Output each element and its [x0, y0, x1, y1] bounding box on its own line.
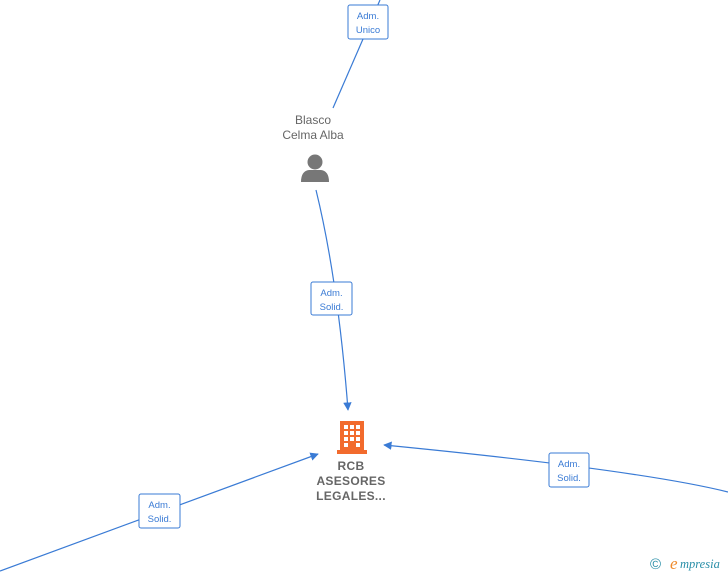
empresia-watermark: © e mpresia	[650, 554, 720, 573]
edge-line-right-company	[383, 441, 728, 493]
building-icon	[337, 421, 367, 454]
edge-label-top-line1: Adm.	[357, 11, 379, 22]
edge-label-person-company[interactable]: Adm. Solid.	[310, 281, 353, 316]
company-name-line2: ASESORES	[316, 474, 385, 488]
edge-left-to-company: Adm. Solid.	[0, 452, 319, 572]
edge-label-left-company[interactable]: Adm. Solid.	[138, 493, 181, 529]
edge-label-person-company-line1: Adm.	[320, 288, 342, 299]
node-person[interactable]: Blasco Celma Alba	[282, 113, 344, 182]
edge-label-right-company[interactable]: Adm. Solid.	[548, 452, 590, 488]
edge-label-left-company-line2: Solid.	[148, 514, 172, 525]
edge-label-left-company-line1: Adm.	[148, 500, 170, 511]
person-name-line2: Celma Alba	[282, 128, 344, 142]
company-name-line1: RCB	[338, 459, 365, 473]
copyright-symbol: ©	[650, 556, 661, 573]
node-company[interactable]: RCB ASESORES LEGALES...	[316, 421, 386, 503]
edge-label-top-line2: Unico	[356, 25, 380, 36]
edge-label-right-company-line2: Solid.	[557, 473, 581, 484]
edge-right-to-company: Adm. Solid.	[383, 441, 728, 493]
brand-initial: e	[670, 554, 678, 573]
company-name-line3: LEGALES...	[316, 489, 386, 503]
edge-top-to-person: Adm. Unico	[332, 0, 389, 109]
edge-person-to-company: Adm. Solid.	[310, 189, 353, 411]
person-name-line1: Blasco	[295, 113, 331, 127]
edge-label-top[interactable]: Adm. Unico	[347, 4, 389, 40]
edge-label-right-company-line1: Adm.	[558, 459, 580, 470]
edge-label-person-company-line2: Solid.	[320, 302, 344, 313]
person-icon	[301, 154, 329, 182]
brand-name: mpresia	[680, 557, 720, 571]
